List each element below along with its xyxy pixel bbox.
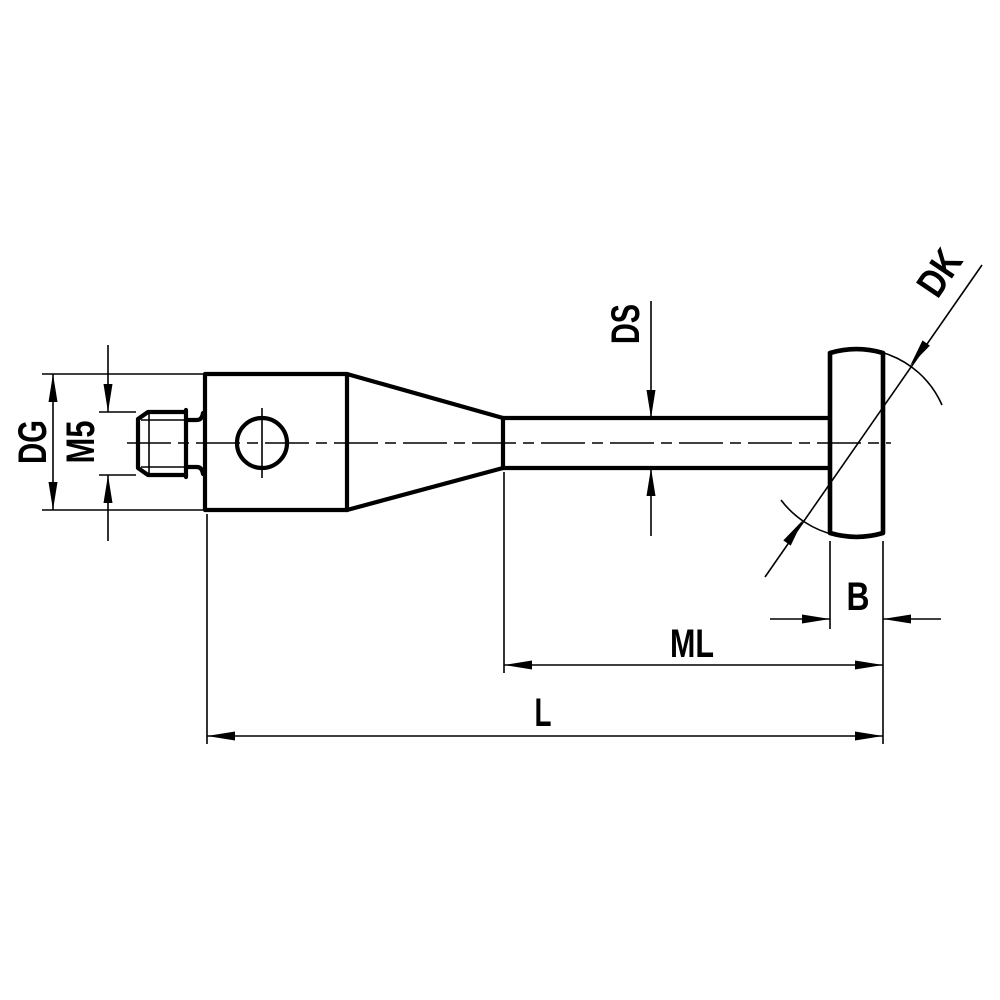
- l-arrow-left-icon: [207, 731, 235, 741]
- thread-stud-outline: [135, 409, 189, 478]
- ds-label: DS: [604, 304, 648, 344]
- taper-bottom: [344, 465, 506, 513]
- neck-top: [183, 410, 206, 423]
- dg-arrow-up-icon: [48, 374, 58, 402]
- b-label: B: [847, 575, 870, 619]
- m5-dimension: M5: [59, 345, 136, 541]
- l-arrow-right-icon: [855, 731, 883, 741]
- sphere-arc-lower: [780, 499, 836, 536]
- m5-arrow-down-icon: [103, 384, 113, 412]
- dk-label: DK: [909, 241, 972, 305]
- probe-outline: [127, 346, 943, 540]
- dk-arrow-lower-icon: [783, 520, 803, 546]
- m5-arrow-up-icon: [103, 475, 113, 503]
- ml-arrow-right-icon: [855, 660, 883, 670]
- b-arrow-right-icon: [802, 614, 830, 624]
- dg-dimension: DG: [11, 373, 204, 511]
- dg-arrow-down-icon: [48, 482, 58, 510]
- dk-dimension: DK: [764, 241, 983, 578]
- l-dimension: L: [206, 514, 883, 744]
- disc-tip: [827, 346, 886, 540]
- sphere-arc-upper: [883, 352, 943, 406]
- ml-dimension: ML: [503, 472, 883, 673]
- taper-top: [344, 371, 506, 421]
- ml-label: ML: [670, 622, 714, 666]
- l-label: L: [535, 691, 552, 735]
- dk-dimension-line: [764, 264, 983, 578]
- holder-body: [202, 371, 350, 513]
- b-arrow-left-icon: [883, 614, 911, 624]
- dg-label: DG: [11, 420, 55, 464]
- dk-arrow-upper-icon: [910, 340, 930, 366]
- ds-arrow-down-icon: [646, 390, 656, 418]
- ds-dimension: DS: [604, 301, 656, 536]
- neck-bottom: [183, 464, 206, 477]
- m5-label: M5: [59, 421, 103, 464]
- b-dimension: B: [770, 541, 941, 744]
- ml-arrow-left-icon: [504, 660, 532, 670]
- ds-arrow-up-icon: [646, 468, 656, 496]
